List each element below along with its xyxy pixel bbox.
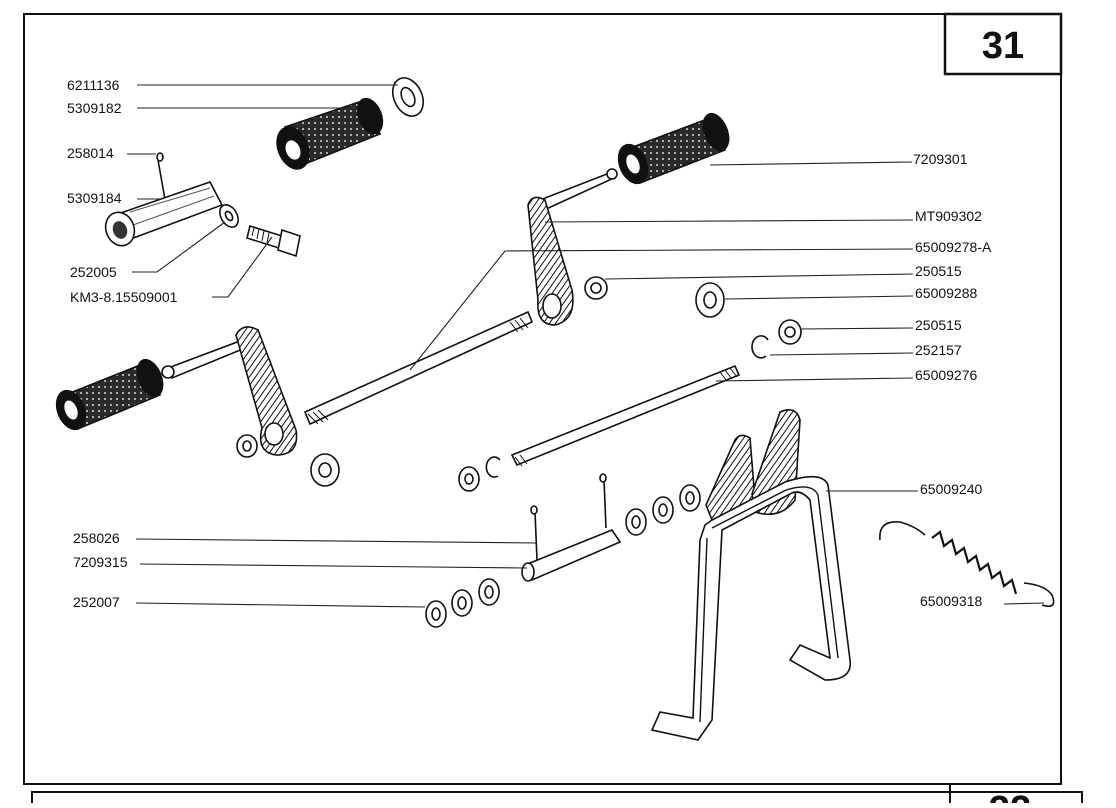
label-252005: 252005: [70, 221, 226, 280]
svg-text:KM3-8.15509001: KM3-8.15509001: [70, 289, 178, 305]
label-7209301: 7209301: [709, 151, 968, 167]
washer-6211136: [391, 77, 425, 117]
grip-left: [55, 358, 164, 431]
label-252007: 252007: [73, 594, 426, 610]
grip-5309182: [276, 97, 384, 170]
spacer-left: [310, 453, 340, 487]
label-250515-lower: 250515: [799, 317, 962, 333]
label-65009278-A: 65009278-A: [409, 239, 992, 371]
label-mt909302: MT909302: [544, 208, 982, 224]
svg-text:7209301: 7209301: [913, 151, 968, 167]
center-stand-65009240: [650, 409, 852, 741]
label-250515-upper: 250515: [604, 263, 962, 280]
label-65009240: 65009240: [826, 481, 983, 497]
washers-right: [625, 484, 701, 536]
spacer-65009288: [695, 282, 725, 318]
svg-text:6211136: 6211136: [67, 77, 120, 93]
label-258026: 258026: [73, 530, 537, 546]
svg-text:65009288: 65009288: [915, 285, 978, 301]
svg-text:250515: 250515: [915, 263, 962, 279]
svg-text:258014: 258014: [67, 145, 114, 161]
svg-text:65009318: 65009318: [920, 593, 983, 609]
grip-7209301: [617, 112, 730, 185]
rod-nut-washer: [458, 456, 501, 492]
svg-text:65009278-A: 65009278-A: [915, 239, 992, 255]
svg-text:250515: 250515: [915, 317, 962, 333]
svg-text:258026: 258026: [73, 530, 120, 546]
washer-252005: [219, 204, 239, 228]
next-page-frame: [31, 791, 1083, 808]
page-number-box: [943, 12, 1063, 76]
label-km3-8: KM3-8.15509001: [70, 236, 273, 305]
rod-65009276: [510, 364, 741, 467]
label-5309184: 5309184: [67, 190, 163, 206]
label-65009318: 65009318: [920, 593, 1045, 609]
svg-text:5309184: 5309184: [67, 190, 122, 206]
page-number: 31: [982, 25, 1024, 67]
lock-washer-252157: [751, 335, 769, 359]
nut-left: [236, 434, 258, 458]
svg-text:7209315: 7209315: [73, 554, 128, 570]
svg-text:65009276: 65009276: [915, 367, 978, 383]
label-65009288: 65009288: [724, 285, 978, 301]
washers-252007: [425, 578, 500, 628]
nut-250515-upper: [584, 276, 608, 300]
spring-65009318: [879, 521, 1055, 608]
sleeve-5309184: [104, 181, 224, 247]
bolt-km3-8: [246, 224, 301, 258]
svg-text:252007: 252007: [73, 594, 120, 610]
svg-text:252157: 252157: [915, 342, 962, 358]
crank-arm-mt909302: [527, 168, 618, 326]
svg-text:5309182: 5309182: [67, 100, 122, 116]
label-6211136: 6211136: [67, 77, 398, 93]
nut-250515-lower: [778, 319, 802, 345]
crank-arm-left: [161, 326, 298, 456]
label-258014: 258014: [67, 145, 156, 161]
label-252157: 252157: [769, 342, 962, 358]
label-7209315: 7209315: [73, 554, 528, 570]
page-frame: [23, 13, 1062, 785]
cotter-pin-258026: [530, 473, 607, 561]
next-page-number: 32: [989, 789, 1031, 803]
rod-65009278-A: [303, 310, 534, 426]
svg-text:252005: 252005: [70, 264, 117, 280]
svg-text:65009240: 65009240: [920, 481, 983, 497]
label-5309182: 5309182: [67, 100, 345, 116]
label-65009276: 65009276: [715, 367, 978, 383]
svg-text:MT909302: MT909302: [915, 208, 982, 224]
